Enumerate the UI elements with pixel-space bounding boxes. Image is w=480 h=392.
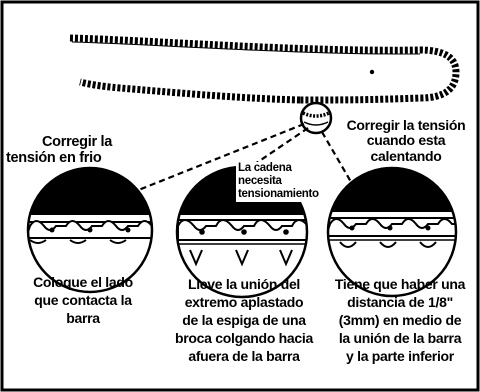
label-line: cuando esta (366, 132, 446, 149)
caption-line: barra (66, 309, 100, 326)
label-line: necesita (238, 175, 282, 188)
caption-line: Coloque el lado (33, 274, 133, 290)
caption-left: Coloque el lado que contacta la barra (4, 274, 162, 328)
caption-line: Tiene que haber una (334, 276, 466, 292)
caption-line: y la parte inferior (346, 347, 454, 364)
label-correct-hot: Corregir la tensión cuando esta calentan… (340, 117, 472, 164)
caption-line: Lleve la unión del (187, 276, 301, 292)
caption-middle: Lleve la unión del extremo aplastado de … (164, 276, 324, 366)
label-line: tensión en frio (6, 149, 102, 166)
label-line: Corregir la (42, 134, 113, 150)
caption-line: (3mm) en medio de (338, 311, 462, 328)
caption-line: extremo aplastado (184, 293, 304, 310)
detail-circle-left (26, 166, 154, 294)
caption-line: de la espiga de una (182, 311, 306, 328)
bar-chain-top (69, 34, 460, 104)
label-needs-tension: La cadena necesita tensionamiento (236, 162, 321, 202)
label-line: tensionamiento (238, 188, 319, 201)
label-line: calentando (370, 147, 442, 164)
magnifier-circle (299, 101, 333, 135)
caption-line: broca colgando hacia (175, 329, 313, 346)
caption-line: afuera de la barra (188, 347, 300, 364)
caption-line: que contacta la (34, 291, 132, 308)
caption-line: distancia de 1/8" (347, 293, 453, 310)
bar-body (70, 38, 454, 98)
detail-circle-right (326, 166, 458, 298)
label-line: La cadena (238, 162, 292, 174)
bar-rivet (369, 69, 375, 75)
label-line: Corregir la tensión (346, 117, 466, 133)
caption-line: la unión de la barra (338, 329, 462, 346)
bar-chain-inner (71, 41, 421, 55)
label-correct-cold: Corregir la tensión en frio (6, 134, 113, 167)
caption-right: Tiene que haber una distancia de 1/8" (3… (320, 276, 480, 366)
chainsaw-bar (69, 34, 460, 104)
